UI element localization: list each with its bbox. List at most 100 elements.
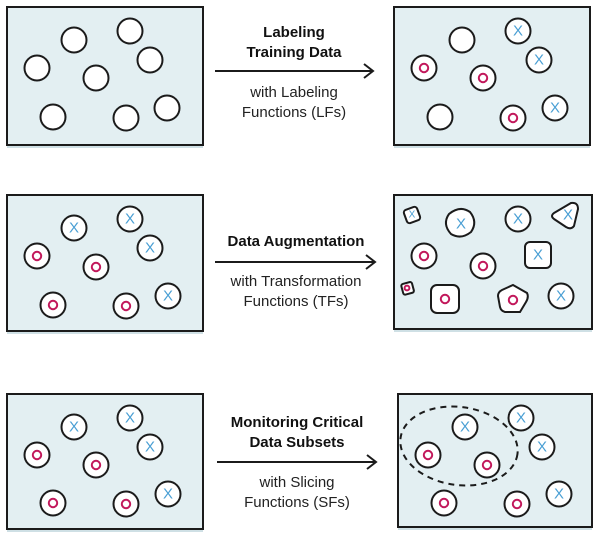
augmented-point bbox=[430, 284, 460, 314]
data-point bbox=[116, 17, 144, 45]
data-point bbox=[507, 404, 535, 432]
class-o-mark bbox=[31, 449, 43, 461]
data-point bbox=[547, 282, 575, 310]
augmented-point bbox=[402, 205, 422, 225]
class-o-mark bbox=[90, 459, 102, 471]
class-o-mark bbox=[403, 284, 411, 292]
step-title: Training Data bbox=[246, 44, 342, 61]
data-point bbox=[112, 490, 140, 518]
panel-augmented-data: X X X X X X bbox=[393, 194, 593, 332]
data-point bbox=[525, 46, 553, 74]
data-point bbox=[545, 480, 573, 508]
class-x-mark: X bbox=[533, 247, 543, 264]
augmented-point bbox=[551, 201, 580, 230]
class-o-mark bbox=[477, 260, 489, 272]
augmented-point bbox=[496, 283, 529, 313]
class-x-mark: X bbox=[534, 52, 544, 69]
step-subtitle: Functions (TFs) bbox=[243, 293, 348, 310]
data-point bbox=[410, 242, 438, 270]
class-x-mark: X bbox=[456, 216, 466, 233]
data-point bbox=[528, 433, 556, 461]
data-point bbox=[82, 64, 110, 92]
class-o-mark bbox=[422, 449, 434, 461]
class-o-mark bbox=[120, 300, 132, 312]
class-x-mark: X bbox=[513, 211, 523, 228]
step-title: Labeling bbox=[263, 24, 325, 41]
class-o-mark bbox=[438, 497, 450, 509]
data-point bbox=[154, 480, 182, 508]
data-point bbox=[426, 103, 454, 131]
class-x-mark: X bbox=[163, 288, 173, 305]
data-point bbox=[430, 489, 458, 517]
data-point bbox=[473, 451, 501, 479]
class-o-mark bbox=[477, 72, 489, 84]
data-point bbox=[499, 104, 527, 132]
panel-unlabeled-data bbox=[6, 6, 204, 148]
class-x-mark: X bbox=[145, 240, 155, 257]
data-point bbox=[469, 252, 497, 280]
class-x-mark: X bbox=[69, 220, 79, 237]
class-x-mark: X bbox=[125, 211, 135, 228]
class-x-mark: X bbox=[145, 439, 155, 456]
data-point bbox=[153, 94, 181, 122]
class-x-mark: X bbox=[513, 23, 523, 40]
class-o-mark bbox=[120, 498, 132, 510]
class-x-mark: X bbox=[125, 410, 135, 427]
class-x-mark: X bbox=[550, 100, 560, 117]
data-point bbox=[82, 253, 110, 281]
data-point bbox=[504, 17, 532, 45]
panel-labeled-data: X X X X bbox=[6, 194, 204, 334]
class-x-mark: X bbox=[537, 439, 547, 456]
data-point bbox=[60, 214, 88, 242]
data-point bbox=[60, 413, 88, 441]
class-x-mark: X bbox=[460, 419, 470, 436]
row-slicing: X X X X Monitoring Critical Data Subsets… bbox=[6, 393, 593, 532]
class-x-mark: X bbox=[409, 210, 416, 221]
row-augmentation: X X X X Data Augmentation with Transform… bbox=[6, 194, 593, 334]
class-o-mark bbox=[47, 299, 59, 311]
data-point bbox=[23, 441, 51, 469]
class-x-mark: X bbox=[554, 486, 564, 503]
panel-sliced-data: X X X X bbox=[397, 393, 593, 530]
data-point bbox=[503, 490, 531, 518]
class-o-mark bbox=[507, 112, 519, 124]
data-point bbox=[136, 234, 164, 262]
data-point bbox=[60, 26, 88, 54]
critical-subset-outline bbox=[399, 405, 519, 487]
class-o-mark bbox=[507, 294, 519, 306]
data-point bbox=[410, 54, 438, 82]
step-title: Data Augmentation bbox=[228, 233, 365, 250]
step-title: Monitoring Critical bbox=[231, 414, 364, 431]
step-subtitle: Functions (LFs) bbox=[242, 104, 346, 121]
data-point bbox=[116, 205, 144, 233]
data-point bbox=[504, 205, 532, 233]
data-point bbox=[39, 103, 67, 131]
class-o-mark bbox=[31, 250, 43, 262]
class-x-mark: X bbox=[556, 288, 566, 305]
augmented-point bbox=[445, 208, 476, 238]
class-o-mark bbox=[481, 459, 493, 471]
panel-labeled-data: X X X bbox=[393, 6, 591, 148]
class-o-mark bbox=[418, 250, 430, 262]
class-o-mark bbox=[47, 497, 59, 509]
step-subtitle: with Slicing bbox=[258, 474, 334, 491]
data-point bbox=[82, 451, 110, 479]
data-point bbox=[136, 433, 164, 461]
data-point bbox=[112, 292, 140, 320]
data-point bbox=[451, 413, 479, 441]
data-point bbox=[154, 282, 182, 310]
step-subtitle: Functions (SFs) bbox=[244, 494, 350, 511]
class-x-mark: X bbox=[563, 207, 573, 224]
data-point bbox=[469, 64, 497, 92]
step-augmentation-arrow: Data Augmentation with Transformation Fu… bbox=[215, 233, 377, 310]
augmented-point bbox=[524, 241, 552, 269]
data-point bbox=[23, 242, 51, 270]
data-point bbox=[112, 104, 140, 132]
data-point bbox=[136, 46, 164, 74]
class-x-mark: X bbox=[69, 419, 79, 436]
row-labeling: Labeling Training Data with Labeling Fun… bbox=[6, 6, 591, 148]
step-subtitle: with Labeling bbox=[249, 84, 338, 101]
panel-labeled-data: X X X X bbox=[6, 393, 204, 532]
class-x-mark: X bbox=[516, 410, 526, 427]
